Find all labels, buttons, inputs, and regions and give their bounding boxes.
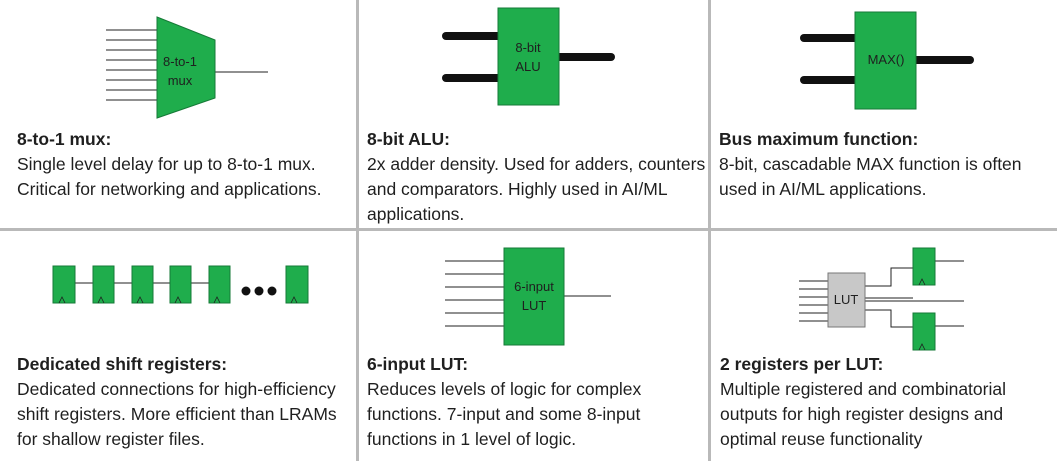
mux-shape bbox=[156, 16, 216, 119]
shift-register-diagram bbox=[52, 265, 309, 304]
register-block-top bbox=[912, 247, 936, 286]
cell-description: 8-bit, cascadable MAX function is often … bbox=[719, 154, 1022, 199]
ellipsis-dots bbox=[241, 286, 277, 296]
cell-title: 6-input LUT: bbox=[367, 354, 469, 374]
cell-description: Reduces levels of logic for complex func… bbox=[367, 379, 642, 449]
cell-title: 8-bit ALU: bbox=[367, 129, 450, 149]
cell-caption: 6-input LUT: Reduces levels of logic for… bbox=[367, 352, 707, 452]
alu-box bbox=[497, 7, 560, 106]
mux-label-2: mux bbox=[168, 73, 193, 88]
lut-diagram: 6-input LUT bbox=[445, 247, 611, 346]
cell-description: Multiple registered and combinatorial ou… bbox=[720, 379, 1006, 449]
cell-8-bit-alu: 8-bit ALU 8-bit ALU: 2x adder density. U… bbox=[359, 0, 708, 228]
cell-2-registers-per-lut: LUT 2 registers per LUT: Multiple regist… bbox=[711, 231, 1057, 461]
cell-title: Bus maximum function: bbox=[719, 129, 919, 149]
lut-label-1: 6-input bbox=[514, 279, 554, 294]
mux-diagram: 8-to-1 mux bbox=[106, 16, 268, 119]
alu-label-2: ALU bbox=[515, 59, 540, 74]
cell-description: 2x adder density. Used for adders, count… bbox=[367, 154, 706, 224]
alu-diagram: 8-bit ALU bbox=[442, 7, 615, 106]
cell-caption: 8-bit ALU: 2x adder density. Used for ad… bbox=[367, 127, 707, 227]
max-diagram: MAX() bbox=[800, 11, 974, 110]
lut-registers-diagram: LUT bbox=[799, 247, 964, 351]
lut-box bbox=[503, 247, 565, 346]
cell-shift-registers: Dedicated shift registers: Dedicated con… bbox=[0, 231, 356, 461]
cell-title: Dedicated shift registers: bbox=[17, 354, 228, 374]
cell-caption: Bus maximum function: 8-bit, cascadable … bbox=[719, 127, 1057, 202]
register-block-bottom bbox=[912, 312, 936, 351]
cell-caption: Dedicated shift registers: Dedicated con… bbox=[17, 352, 353, 452]
cell-caption: 8-to-1 mux: Single level delay for up to… bbox=[17, 127, 353, 202]
cell-6-input-lut: 6-input LUT 6-input LUT: Reduces levels … bbox=[359, 231, 708, 461]
cell-bus-maximum: MAX() Bus maximum function: 8-bit, casca… bbox=[711, 0, 1057, 228]
cell-8-to-1-mux: 8-to-1 mux 8-to-1 mux: Single level dela… bbox=[0, 0, 356, 228]
cell-description: Single level delay for up to 8-to-1 mux.… bbox=[17, 154, 322, 199]
max-box bbox=[854, 11, 917, 110]
cell-description: Dedicated connections for high-efficienc… bbox=[17, 379, 337, 449]
register-blocks bbox=[52, 265, 309, 304]
lut-gray-label: LUT bbox=[834, 292, 859, 307]
cell-caption: 2 registers per LUT: Multiple registered… bbox=[720, 352, 1056, 452]
lut-gray-box bbox=[827, 272, 866, 328]
max-label: MAX() bbox=[868, 52, 905, 67]
cell-title: 8-to-1 mux: bbox=[17, 129, 112, 149]
cell-title: 2 registers per LUT: bbox=[720, 354, 884, 374]
lut-label-2: LUT bbox=[522, 298, 547, 313]
divider-horizontal bbox=[0, 228, 1057, 231]
alu-label-1: 8-bit bbox=[515, 40, 541, 55]
mux-label-1: 8-to-1 bbox=[163, 54, 197, 69]
